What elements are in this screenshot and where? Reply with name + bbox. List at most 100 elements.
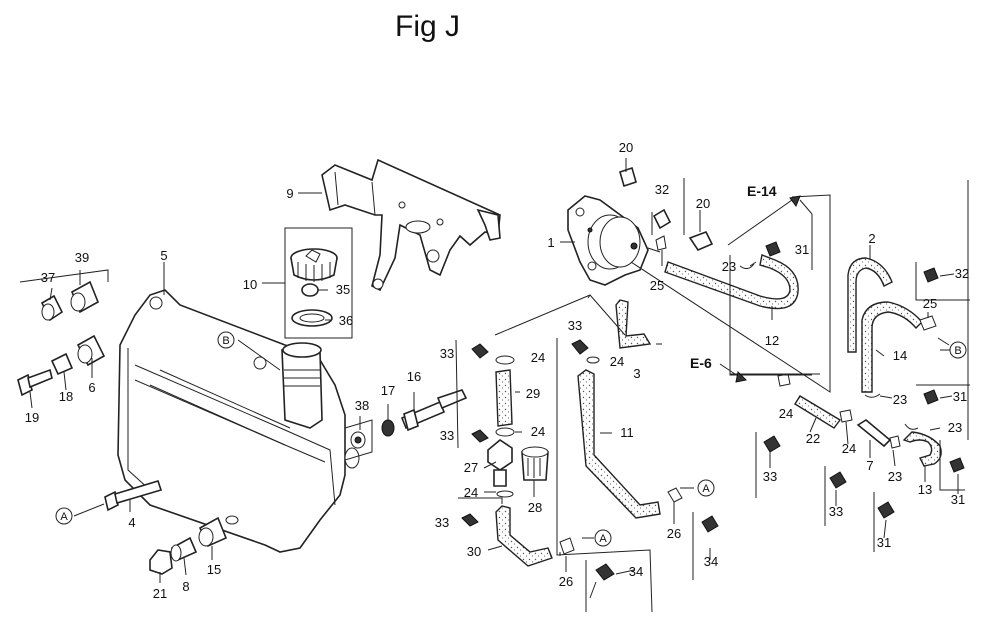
hose-2 [847,257,893,353]
svg-text:A: A [599,533,607,545]
label-35: 35 [336,282,350,297]
label-33-f: 33 [829,504,843,519]
label-33-e: 33 [763,469,777,484]
label-1: 1 [547,235,554,250]
label-12: 12 [765,333,779,348]
label-32-a: 32 [655,182,669,197]
label-4: 4 [128,515,135,530]
label-6: 6 [88,380,95,395]
label-24-d: 24 [464,485,478,500]
ref-circle-a-mid: A [594,529,612,547]
part-17-washer [381,419,395,437]
part-4-bolt [104,480,163,512]
label-22: 22 [806,431,820,446]
label-23-b: 23 [893,392,907,407]
label-31-d: 31 [877,535,891,550]
part-16-valve [400,389,468,432]
label-26-a: 26 [667,526,681,541]
label-26-b: 26 [559,574,573,589]
figure-title: Fig J [395,10,460,43]
ref-circle-a-right: A [697,479,715,497]
label-39: 39 [75,250,89,265]
label-23-a: 23 [722,259,736,274]
label-20-top: 20 [619,140,633,155]
label-24-e: 24 [779,406,793,421]
tank-bracket [321,158,501,292]
label-2: 2 [868,231,875,246]
leader-lines [19,158,970,613]
hose-30 [495,505,553,567]
ref-e6: E-6 [690,355,712,371]
ref-e14: E-14 [747,183,777,199]
label-31-b: 31 [953,389,967,404]
label-24-b: 24 [610,354,624,369]
svg-text:B: B [222,335,229,347]
hose-29 [495,369,513,427]
label-8: 8 [182,579,189,594]
fuel-pump [567,195,661,286]
label-33-b: 33 [568,318,582,333]
label-38: 38 [355,398,369,413]
label-25-b: 25 [923,296,937,311]
part-28-strainer [521,446,549,481]
part-39-grommet [70,280,100,314]
band-clips [461,241,965,581]
label-36: 36 [339,313,353,328]
part-37-cap [40,294,64,322]
part-6-grommet [76,334,106,367]
label-33-d: 33 [435,515,449,530]
label-14: 14 [893,348,907,363]
cap-gasket [301,283,319,297]
label-33-a: 33 [440,346,454,361]
label-32-b: 32 [955,266,969,281]
label-17: 17 [381,383,395,398]
label-21: 21 [153,586,167,601]
label-18: 18 [59,389,73,404]
label-24-a: 24 [531,350,545,365]
label-5: 5 [160,248,167,263]
svg-text:A: A [60,511,68,523]
part-21-nut [149,549,173,575]
part-27-fitting [487,439,513,487]
part-19-bolt [17,368,53,397]
hose-3 [615,299,652,349]
fuel-cap [290,248,338,282]
e6-arrow-head [735,370,748,383]
label-15: 15 [207,562,221,577]
clips [495,235,937,555]
label-3: 3 [633,366,640,381]
label-13: 13 [918,482,932,497]
label-30: 30 [467,544,481,559]
label-34-b: 34 [704,554,718,569]
label-19: 19 [25,410,39,425]
part-38-washer [344,419,373,461]
part-32-clip [651,178,685,235]
label-28: 28 [528,500,542,515]
svg-text:B: B [954,345,961,357]
cap-group-box [284,227,353,339]
part-8-collar [170,536,198,562]
part-18-collar [50,352,74,376]
label-23-c: 23 [948,420,962,435]
label-9: 9 [286,186,293,201]
ref-circle-a-left: A [55,507,73,525]
svg-text:A: A [702,483,710,495]
part-labels: 1 2 3 4 5 6 7 8 9 10 11 12 13 14 15 16 1… [25,140,969,601]
label-29: 29 [526,386,540,401]
hose-14 [861,301,923,393]
label-37: 37 [41,270,55,285]
part-15-grommet [198,516,228,548]
label-31-a: 31 [795,242,809,257]
fuel-tank [117,289,360,553]
label-11: 11 [620,425,634,440]
label-24-c: 24 [531,424,545,439]
label-24-f: 24 [842,441,856,456]
hose-13 [902,431,942,467]
part-20-bolt-top [619,160,637,188]
label-31-c: 31 [951,492,965,507]
label-34-a: 34 [629,564,643,579]
hose-12 [664,254,799,310]
label-7: 7 [866,458,873,473]
label-27: 27 [464,460,478,475]
